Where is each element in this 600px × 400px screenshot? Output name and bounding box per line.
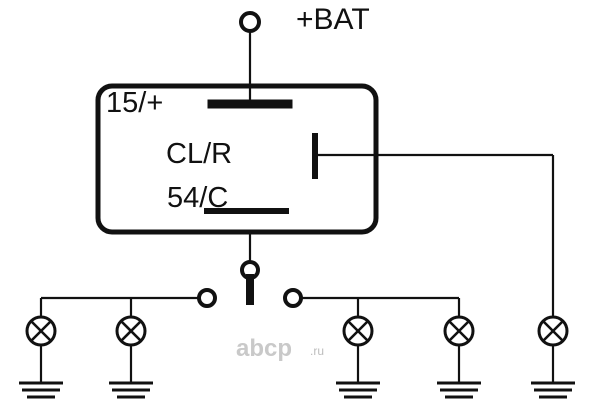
lamp-icon (342, 315, 374, 347)
ground-icon (531, 381, 575, 399)
terminal-15-label: 15/+ (106, 87, 163, 119)
lamp-icon (25, 315, 57, 347)
watermark-tld: .ru (310, 344, 324, 358)
battery-label: +BAT (296, 3, 370, 36)
lamp-icon (443, 315, 475, 347)
lamp-icon (537, 315, 569, 347)
flasher-relay-box (95, 83, 379, 235)
terminal-clr-label: CL/R (166, 138, 232, 170)
ground-icon (336, 381, 380, 399)
ground-icon (19, 381, 63, 399)
watermark: abcp .ru (236, 335, 324, 362)
ground-icon (109, 381, 153, 399)
watermark-brand: abcp (236, 335, 292, 362)
lamp-icon (115, 315, 147, 347)
switch-left-contact (197, 288, 217, 308)
ground-icon (437, 381, 481, 399)
switch-right-contact (283, 288, 303, 308)
battery-terminal (239, 11, 261, 33)
